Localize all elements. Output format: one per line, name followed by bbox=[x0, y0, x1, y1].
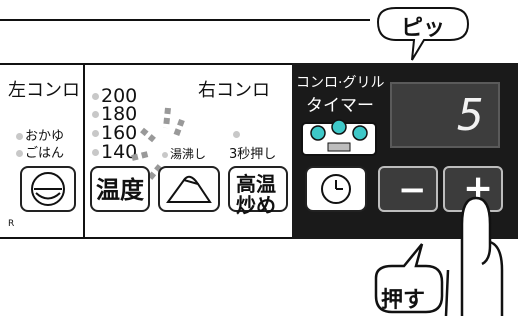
beep-text: ピッ bbox=[401, 16, 446, 41]
right-burner-title: 右コンロ bbox=[198, 80, 270, 101]
temp-140: 140 bbox=[92, 143, 137, 162]
timer-minus-button[interactable]: − bbox=[378, 166, 438, 212]
press-bubble bbox=[374, 243, 444, 314]
indicator-dot bbox=[92, 130, 99, 137]
temp-200: 200 bbox=[92, 87, 137, 106]
timer-display: 5 bbox=[390, 82, 500, 148]
timer-title-line1: コンロ·グリル bbox=[296, 75, 385, 91]
mode-okayu: おかゆ bbox=[16, 125, 64, 144]
hold-3sec-label: 3秒押し bbox=[229, 147, 277, 162]
timer-title-line2: タイマー bbox=[306, 96, 374, 116]
stove-diagram-icon bbox=[300, 113, 378, 157]
temp-180: 180 bbox=[92, 105, 137, 124]
boil-label: 湯沸し bbox=[162, 145, 206, 162]
temperature-button[interactable]: 温度 bbox=[90, 166, 150, 212]
indicator-dot bbox=[92, 111, 99, 118]
timer-clock-button[interactable] bbox=[305, 166, 367, 212]
boil-water-button[interactable] bbox=[158, 166, 220, 212]
clock-icon bbox=[321, 174, 351, 204]
indicator-dot bbox=[16, 133, 23, 140]
rice-cook-button[interactable] bbox=[20, 166, 76, 212]
indicator-dot bbox=[92, 93, 99, 100]
timer-display-digit: 5 bbox=[457, 90, 485, 141]
section-divider bbox=[83, 63, 85, 239]
corner-mark: R bbox=[8, 219, 15, 229]
press-text: 押す bbox=[381, 288, 426, 313]
high-heat-line2: 炒め bbox=[236, 193, 276, 217]
high-heat-stirfry-button[interactable]: 高温 炒め bbox=[228, 166, 288, 217]
left-burner-title: 左コンロ bbox=[8, 80, 80, 101]
minus-label: − bbox=[398, 170, 427, 210]
indicator-dot bbox=[162, 151, 168, 158]
temperature-button-label: 温度 bbox=[96, 176, 144, 204]
high-heat-line1: 高温 bbox=[236, 172, 276, 196]
finger-illustration bbox=[444, 196, 504, 317]
mode-gohan: ごはん bbox=[16, 142, 64, 161]
kettle-icon bbox=[166, 175, 212, 203]
temp-160: 160 bbox=[92, 124, 137, 143]
rice-bowl-icon bbox=[31, 172, 65, 206]
flash-rays bbox=[131, 107, 185, 180]
panel-top-line bbox=[0, 19, 370, 21]
indicator-dot bbox=[92, 149, 99, 156]
indicator-dot bbox=[233, 131, 240, 138]
beep-bubble bbox=[376, 7, 470, 61]
indicator-dot bbox=[16, 150, 23, 157]
